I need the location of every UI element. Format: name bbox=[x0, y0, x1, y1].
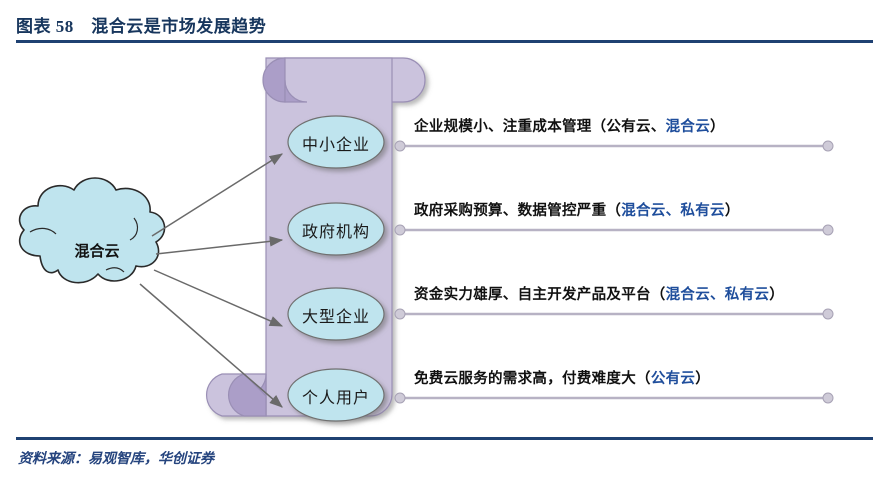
diagram-vector-layer bbox=[18, 57, 834, 422]
connector-enterprise bbox=[394, 308, 834, 320]
ellipse-sme bbox=[287, 115, 385, 169]
arrow-to-government bbox=[155, 236, 284, 255]
description-sme-prefix: 企业规模小、注重成本管理（公有云、 bbox=[414, 119, 666, 135]
arrow-to-individual bbox=[139, 283, 283, 408]
description-individual-suffix: ） bbox=[695, 371, 711, 387]
diagram-canvas: 混合云 中小企业 政府机构 大型企业 个人用户 企业规模小、注重成本管理（公有云… bbox=[0, 44, 889, 436]
description-government-highlight: 混合云、私有云 bbox=[621, 203, 725, 219]
arrow-to-sme bbox=[151, 153, 284, 237]
description-individual: 免费云服务的需求高，付费难度大（公有云） bbox=[414, 367, 710, 388]
connector-individual bbox=[394, 392, 834, 404]
connector-government bbox=[394, 224, 834, 236]
ellipse-enterprise bbox=[287, 287, 385, 341]
description-sme-highlight: 混合云 bbox=[665, 119, 711, 135]
description-sme-suffix: ） bbox=[710, 119, 725, 135]
description-individual-prefix: 免费云服务的需求高，付费难度大（ bbox=[414, 371, 651, 387]
description-enterprise-highlight: 混合云、私有云 bbox=[665, 287, 770, 303]
ellipse-individual bbox=[287, 368, 385, 422]
connector-rails bbox=[394, 140, 834, 404]
page-title: 图表 58 混合云是市场发展趋势 bbox=[16, 17, 267, 36]
description-government-prefix: 政府采购预算、数据管控严重（ bbox=[414, 203, 622, 219]
description-sme: 企业规模小、注重成本管理（公有云、混合云） bbox=[414, 115, 725, 136]
connector-sme bbox=[394, 140, 834, 152]
description-government-suffix: ） bbox=[724, 203, 740, 219]
description-enterprise-suffix: ） bbox=[769, 287, 785, 303]
flow-arrows bbox=[139, 153, 284, 408]
arrow-to-enterprise bbox=[153, 269, 284, 327]
ellipse-government bbox=[287, 202, 385, 256]
title-divider bbox=[16, 40, 873, 43]
source-note: 资料来源：易观智库，华创证券 bbox=[18, 452, 214, 467]
segment-ellipses bbox=[287, 115, 385, 422]
description-individual-highlight: 公有云 bbox=[650, 371, 696, 387]
description-government: 政府采购预算、数据管控严重（混合云、私有云） bbox=[414, 199, 740, 220]
cloud-icon bbox=[18, 177, 166, 284]
description-enterprise-prefix: 资金实力雄厚、自主开发产品及平台（ bbox=[414, 287, 666, 303]
footer-divider bbox=[16, 437, 873, 440]
description-enterprise: 资金实力雄厚、自主开发产品及平台（混合云、私有云） bbox=[414, 283, 784, 304]
